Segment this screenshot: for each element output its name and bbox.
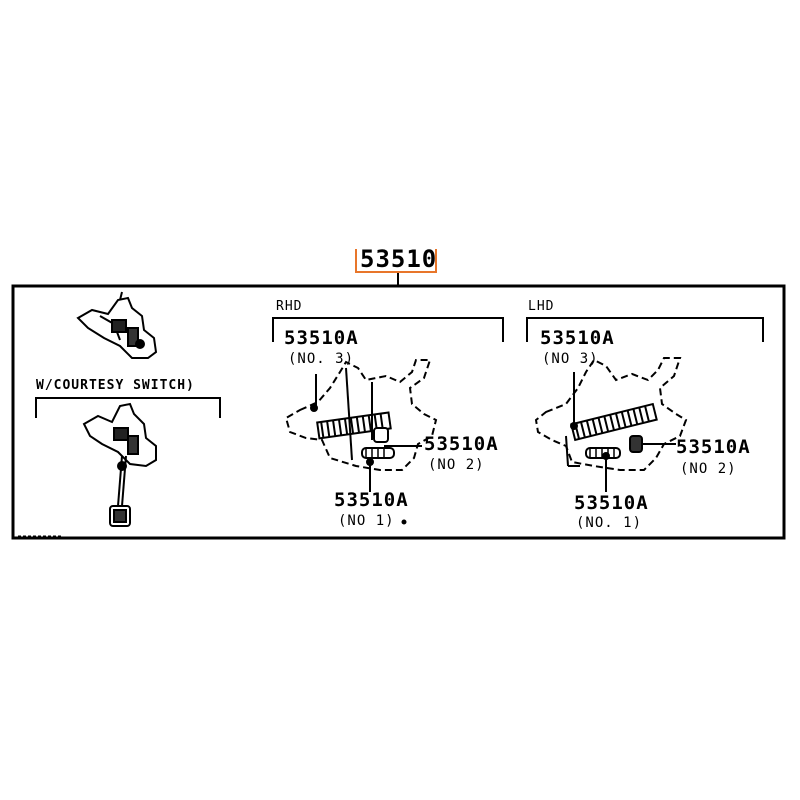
lhd-door-drawing bbox=[534, 357, 688, 492]
diagram-frame bbox=[11, 284, 786, 540]
rhd-callout-no1-note: (NO 1) bbox=[338, 513, 395, 529]
rhd-bracket bbox=[272, 317, 504, 342]
lhd-callout-no2-part[interactable]: 53510A bbox=[676, 436, 751, 458]
rhd-callout-no1-part[interactable]: 53510A bbox=[334, 489, 409, 511]
rhd-heading: RHD bbox=[276, 299, 303, 314]
lhd-bracket bbox=[526, 317, 764, 342]
lhd-callout-no3-part[interactable]: 53510A bbox=[540, 327, 615, 349]
lock-with-switch-drawing bbox=[82, 402, 157, 527]
lhd-callout-no3-note: (NO 3) bbox=[542, 351, 599, 367]
lhd-heading: LHD bbox=[528, 299, 555, 314]
lock-assembly-drawing bbox=[76, 291, 158, 359]
lhd-callout-no1-note: (NO. 1) bbox=[576, 515, 643, 531]
main-part-number[interactable]: 53510 bbox=[360, 245, 438, 273]
rhd-callout-no2-note: (NO 2) bbox=[428, 457, 485, 473]
rhd-callout-no2-part[interactable]: 53510A bbox=[424, 433, 499, 455]
courtesy-switch-caption: W/COURTESY SWITCH) bbox=[36, 378, 195, 393]
rhd-door-drawing bbox=[284, 359, 438, 525]
lhd-callout-no1-part[interactable]: 53510A bbox=[574, 492, 649, 514]
courtesy-bracket bbox=[35, 397, 221, 418]
main-part-highlight bbox=[355, 249, 437, 273]
rhd-callout-no3-note: (NO. 3) bbox=[288, 351, 355, 367]
rhd-callout-no3-part[interactable]: 53510A bbox=[284, 327, 359, 349]
lhd-callout-no2-note: (NO 2) bbox=[680, 461, 737, 477]
